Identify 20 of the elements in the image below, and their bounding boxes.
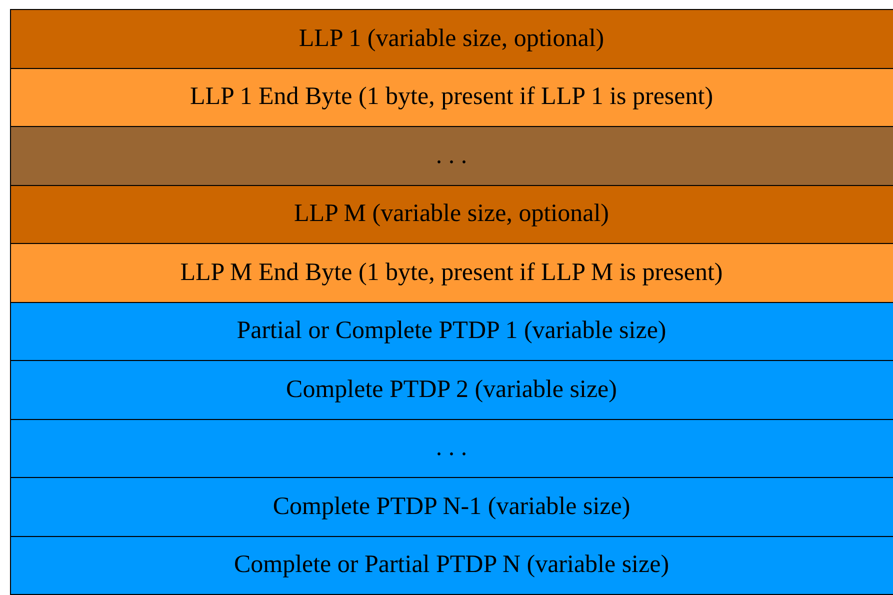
field-label: Complete PTDP 2 (variable size) [286,376,617,404]
field-label: LLP M End Byte (1 byte, present if LLP M is present) [180,258,723,287]
field-row [10,302,893,361]
field-row [10,536,893,595]
field-row [10,477,893,536]
field-row [10,360,893,420]
field-label: Complete PTDP N-1 (variable size) [272,492,630,521]
field-label: Partial or Complete PTDP 1 (variable size) [236,317,666,346]
field-label: LLP 1 End Byte (1 byte, present if LLP 1 is present) [190,83,714,112]
field-row [10,9,893,68]
field-row [10,418,893,478]
field-label: . . . [436,434,468,462]
field-label: . . . [436,142,468,170]
field-label: Complete or Partial PTDP N (variable size) [234,551,670,580]
field-label: LLP M (variable size, optional) [294,200,609,228]
field-row [10,126,893,186]
field-label: LLP 1 (variable size, optional) [298,24,604,53]
field-row [10,243,893,302]
field-row [10,68,893,127]
field-row [10,184,893,244]
